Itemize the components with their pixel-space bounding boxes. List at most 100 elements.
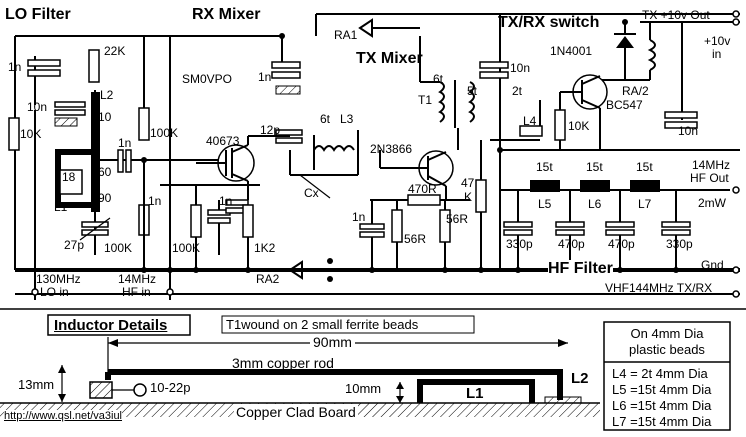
l2-detail-label: L2 (571, 370, 589, 387)
title-lo-filter: LO Filter (5, 6, 71, 23)
label-c-1n-b: 1n (118, 136, 132, 150)
board-label: Copper Clad Board (234, 404, 358, 420)
label-c-1n-d: 1n (219, 194, 233, 208)
res-10k-a (8, 117, 20, 151)
port-hf-in-1: 14MHz (118, 272, 157, 286)
label-c-1n-rx: 1n (258, 70, 272, 84)
coil-l2 (91, 92, 100, 212)
coil-l1-loop (55, 149, 95, 208)
title-rx-mixer: RX Mixer (192, 6, 261, 23)
cap-10n-c (664, 111, 698, 119)
label-r-10k-b: 10K (568, 119, 590, 133)
port-10v-in-1: +10v (704, 34, 731, 48)
label-c-470p-a: 470p (558, 237, 585, 251)
label-tap-60: 60 (98, 165, 112, 179)
port-gnd: Gnd (701, 258, 724, 272)
cap-10n-a (54, 101, 86, 108)
transformer-t1 (438, 81, 445, 123)
label-l7-turns: 15t (636, 160, 653, 174)
label-ra1: RA1 (334, 28, 358, 42)
title-txrx-switch: TX/RX switch (498, 14, 600, 31)
relay-coil (647, 39, 656, 71)
port-hf-out-1: 14MHz (692, 158, 731, 172)
title-hf-filter: HF Filter (548, 260, 613, 278)
bead-table-row: L6 =15t 4mm Dia (612, 398, 712, 413)
res-470r (407, 194, 441, 206)
copper-rod (108, 369, 563, 400)
l1-loop (417, 379, 535, 403)
cap-12p (275, 129, 303, 136)
rod-label: 3mm copper rod (232, 355, 334, 371)
label-r-56r-b: 56R (404, 232, 427, 246)
dim-10mm: 10mm (345, 381, 382, 396)
label-l6: L6 (588, 197, 602, 211)
label-r-1k2: 1K2 (254, 241, 276, 255)
author-label: SM0VPO (182, 72, 233, 86)
label-c-10n-a: 10n (27, 100, 48, 114)
label-c-12p: 12p (260, 123, 281, 137)
url-link[interactable]: http://www.qsl.net/va3iul (4, 410, 123, 422)
cx-arrow (299, 174, 331, 199)
cap-470p-b (605, 221, 635, 228)
coil-l4 (519, 125, 543, 137)
label-l5: L5 (538, 197, 552, 211)
l1-detail-label: L1 (466, 385, 484, 402)
inductor-heading-box (47, 314, 191, 336)
label-l4-turns: 2t (512, 84, 523, 98)
bead-table-row: L7 =15t 4mm Dia (612, 414, 712, 429)
label-bc547: BC547 (606, 98, 643, 112)
t1-note-box (221, 315, 475, 334)
port-tx-10v-out: TX +10v Out (642, 8, 710, 22)
label-r-100k-a: 100K (104, 241, 133, 255)
label-r-22k: 22K (104, 44, 126, 58)
label-r-47: 47 (461, 176, 475, 190)
label-r-10k-a: 10K (20, 127, 42, 141)
label-l5-turns: 15t (536, 160, 553, 174)
label-r-47k: K (464, 190, 473, 204)
cap-1n-b (117, 149, 124, 173)
bead-table-header-2: plastic beads (629, 342, 705, 357)
coil-l7 (630, 180, 660, 192)
label-c-330p-a: 330p (506, 237, 533, 251)
bead-table-header-1: On 4mm Dia (630, 326, 704, 341)
label-cx: Cx (304, 186, 319, 200)
label-l3-turns: 6t (320, 112, 331, 126)
label-t1: T1 (418, 93, 433, 107)
label-fet: 40673 (206, 134, 240, 148)
port-hf-out-2: HF Out (690, 171, 729, 185)
label-l2: L2 (100, 88, 114, 102)
label-c-1n-a: 1n (8, 60, 22, 74)
label-t1-6t: 6t (433, 72, 444, 86)
label-c-27p: 27p (64, 238, 85, 252)
res-100k-c (190, 204, 202, 238)
label-r-100k-b: 100K (150, 126, 179, 140)
coil-l3 (313, 145, 355, 152)
label-l1-box: 18 (62, 170, 76, 184)
cap-27p (81, 221, 109, 228)
cap-1n-d (225, 199, 249, 206)
coil-l6 (580, 180, 610, 192)
label-c-10n-c: 10n (678, 124, 699, 138)
cap-330p-b (661, 221, 691, 228)
label-l3: L3 (340, 112, 354, 126)
coil-l5 (530, 180, 560, 192)
cap-1n-a (27, 59, 61, 67)
port-lo-in-1: 130MHz (36, 272, 81, 286)
port-lo-in-2: LO in (40, 285, 69, 299)
bead-table-row: L4 = 2t 4mm Dia (612, 366, 708, 381)
cap-470p-a (555, 221, 585, 228)
dim-90mm: 90mm (310, 334, 355, 350)
label-c-1n-c: 1n (148, 194, 162, 208)
label-c-470p-b: 470p (608, 237, 635, 251)
label-l4: L4 (523, 114, 537, 128)
label-c-10n-b: 10n (510, 61, 531, 75)
label-c-1n-e: 1n (352, 210, 366, 224)
label-r-100k-c: 100K (172, 241, 201, 255)
label-ra2: RA2 (256, 272, 280, 286)
label-ra-2: RA/2 (622, 84, 649, 98)
label-c-330p-b: 330p (666, 237, 693, 251)
inductor-note: T1wound on 2 small ferrite beads (226, 317, 419, 332)
label-r-56r-a: 56R (446, 212, 469, 226)
